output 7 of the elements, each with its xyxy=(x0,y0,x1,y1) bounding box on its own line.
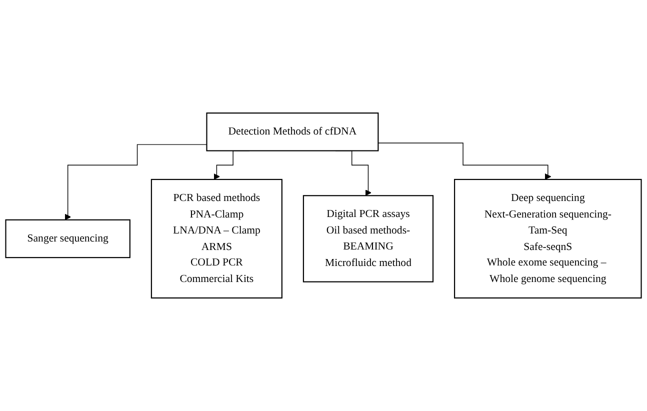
node-box: PCR based methods PNA-Clamp LNA/DNA – Clamp ARMS COLD PCR Commercial Kits xyxy=(150,178,282,298)
node-box: Digital PCR assays Oil based methods- BEAMING Microfluidc method xyxy=(302,195,434,282)
node-box: Deep sequencing Next-Generation sequencing- Tam-Seq Safe-seqnS Whole exome sequencing – Whole genome sequencing xyxy=(454,178,642,298)
arrow xyxy=(378,142,552,180)
node-box: Detection Methods of cfDNA xyxy=(206,112,379,152)
node-box: Sanger sequencing xyxy=(5,219,130,258)
arrow xyxy=(64,144,208,220)
